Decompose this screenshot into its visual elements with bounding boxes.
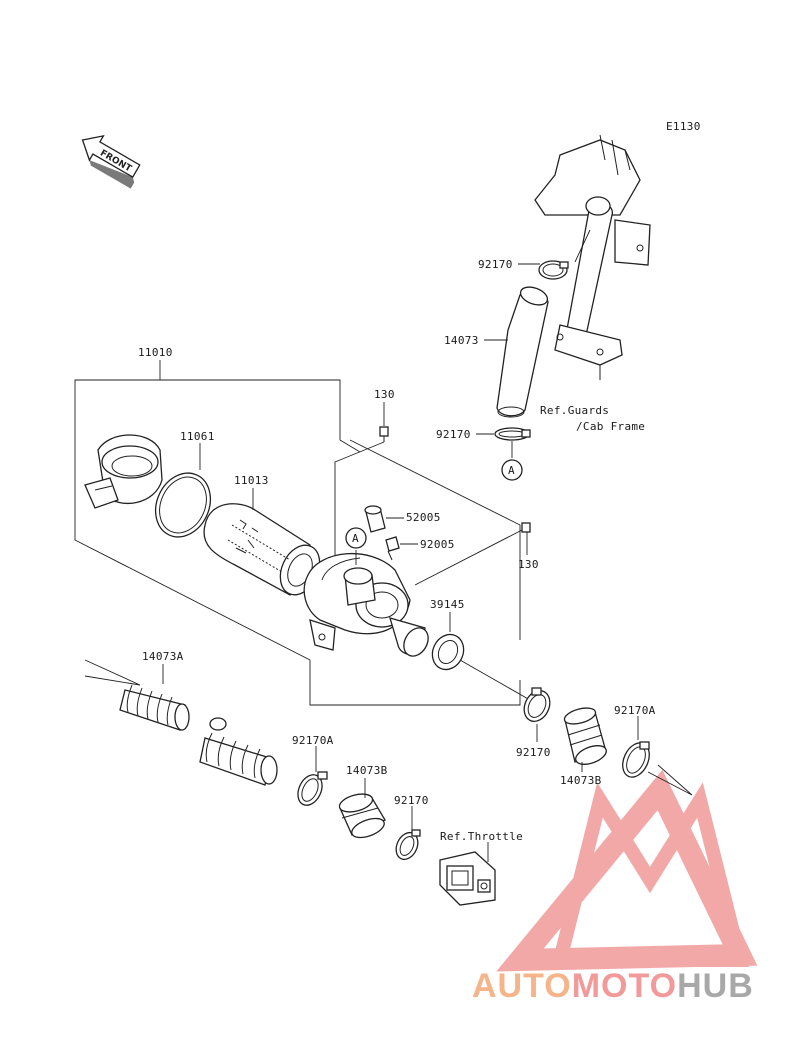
label-52005: 52005 — [406, 511, 441, 524]
label-11010: 11010 — [138, 346, 173, 359]
ref-guards-line2: /Cab Frame — [576, 420, 645, 433]
label-14073: 14073 — [444, 334, 479, 347]
label-92170A-right: 92170A — [614, 704, 656, 717]
bellows-second — [199, 717, 278, 786]
bolt-130-top — [379, 426, 389, 442]
label-92170-mid: 92170 — [436, 428, 471, 441]
watermark-text: AUTOMOTOHUB — [472, 967, 754, 1005]
cab-frame-drawing — [534, 134, 651, 380]
bolt-130-right — [521, 522, 531, 533]
label-92170-top: 92170 — [478, 258, 513, 271]
callout-a-top-text: A — [508, 464, 515, 477]
boot-14073B-right — [563, 707, 607, 765]
label-92170-right: 92170 — [516, 746, 551, 759]
label-11013: 11013 — [234, 474, 269, 487]
ref-guards-line1: Ref.Guards — [540, 404, 609, 417]
label-130-right: 130 — [518, 558, 539, 571]
label-14073A: 14073A — [142, 650, 184, 663]
cap-52005 — [364, 505, 386, 533]
clamp-92170-lower — [395, 829, 421, 861]
leader-right-arrow — [647, 764, 693, 796]
label-11061: 11061 — [180, 430, 215, 443]
ref-throttle: Ref.Throttle — [440, 830, 523, 843]
clamp-92170-right — [523, 687, 551, 723]
leader-left-arrow — [84, 659, 141, 686]
watermark-part-auto: AUTO — [472, 967, 572, 1005]
leader-130-top-to-body — [334, 441, 385, 560]
bellows-14073A — [119, 684, 190, 731]
clamp-92170A-right — [622, 741, 650, 778]
label-14073B-left: 14073B — [346, 764, 388, 777]
label-92170A-left: 92170A — [292, 734, 334, 747]
callout-a-body — [345, 527, 367, 549]
o-ring-11061 — [154, 472, 212, 538]
leader-ring-to-clamp — [459, 659, 531, 701]
label-92005: 92005 — [420, 538, 455, 551]
throttle-body — [439, 851, 496, 906]
label-130-top: 130 — [374, 388, 395, 401]
callout-a-top — [501, 459, 523, 481]
clamp-92170-mid — [494, 427, 531, 441]
assembly-bracket-11010 — [74, 379, 521, 706]
fitting-92005 — [385, 536, 400, 561]
hose-14073 — [496, 286, 549, 418]
watermark-part-moto: MOTO — [572, 967, 677, 1005]
boot-14073B-left — [338, 793, 386, 839]
diagram-code: E1130 — [666, 120, 701, 133]
watermark-part-hub: HUB — [677, 967, 754, 1005]
label-14073B-right: 14073B — [560, 774, 602, 787]
callout-a-body-text: A — [352, 532, 359, 545]
leader-clamp-frame — [574, 229, 591, 263]
label-39145: 39145 — [430, 598, 465, 611]
clamp-92170A-left — [297, 771, 328, 806]
clamp-92170-upper — [538, 260, 569, 280]
watermark-logo — [496, 769, 758, 972]
front-arrow-icon: FRONT — [81, 134, 141, 189]
label-92170-lower: 92170 — [394, 794, 429, 807]
leader-130-right-to-body — [414, 529, 523, 586]
air-cleaner-cover — [84, 434, 163, 509]
air-cleaner-housing — [303, 552, 429, 657]
ring-39145 — [431, 633, 465, 671]
